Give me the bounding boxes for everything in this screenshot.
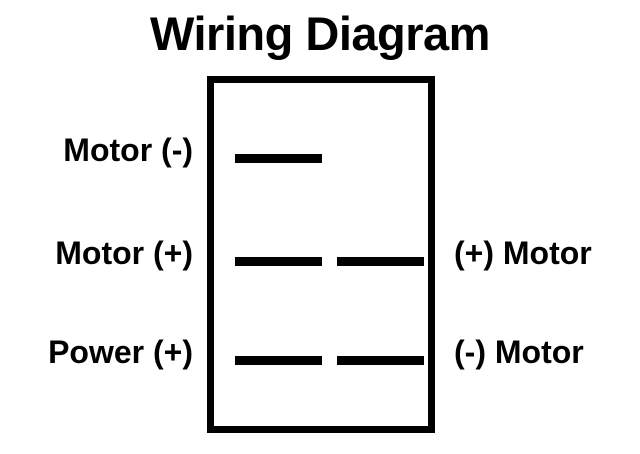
terminal-row xyxy=(214,257,442,266)
terminal-row xyxy=(214,154,442,163)
terminal-bar-row-2-left xyxy=(235,257,322,266)
terminal-label-right-row-3: (-) Motor xyxy=(454,334,584,370)
terminal-label-left-row-1: Motor (-) xyxy=(63,132,193,168)
terminal-label-right-row-2: (+) Motor xyxy=(454,235,592,271)
page-title: Wiring Diagram xyxy=(150,7,490,60)
terminal-bar-row-3-left xyxy=(235,356,322,365)
terminal-label-left-row-3: Power (+) xyxy=(48,334,193,370)
terminal-label-left-row-2: Motor (+) xyxy=(55,235,193,271)
terminal-bar-row-1-left xyxy=(235,154,322,163)
terminal-row xyxy=(214,356,442,365)
switch-body-outline xyxy=(207,76,435,433)
terminal-bar-row-2-right xyxy=(337,257,424,266)
terminal-bar-row-3-right xyxy=(337,356,424,365)
